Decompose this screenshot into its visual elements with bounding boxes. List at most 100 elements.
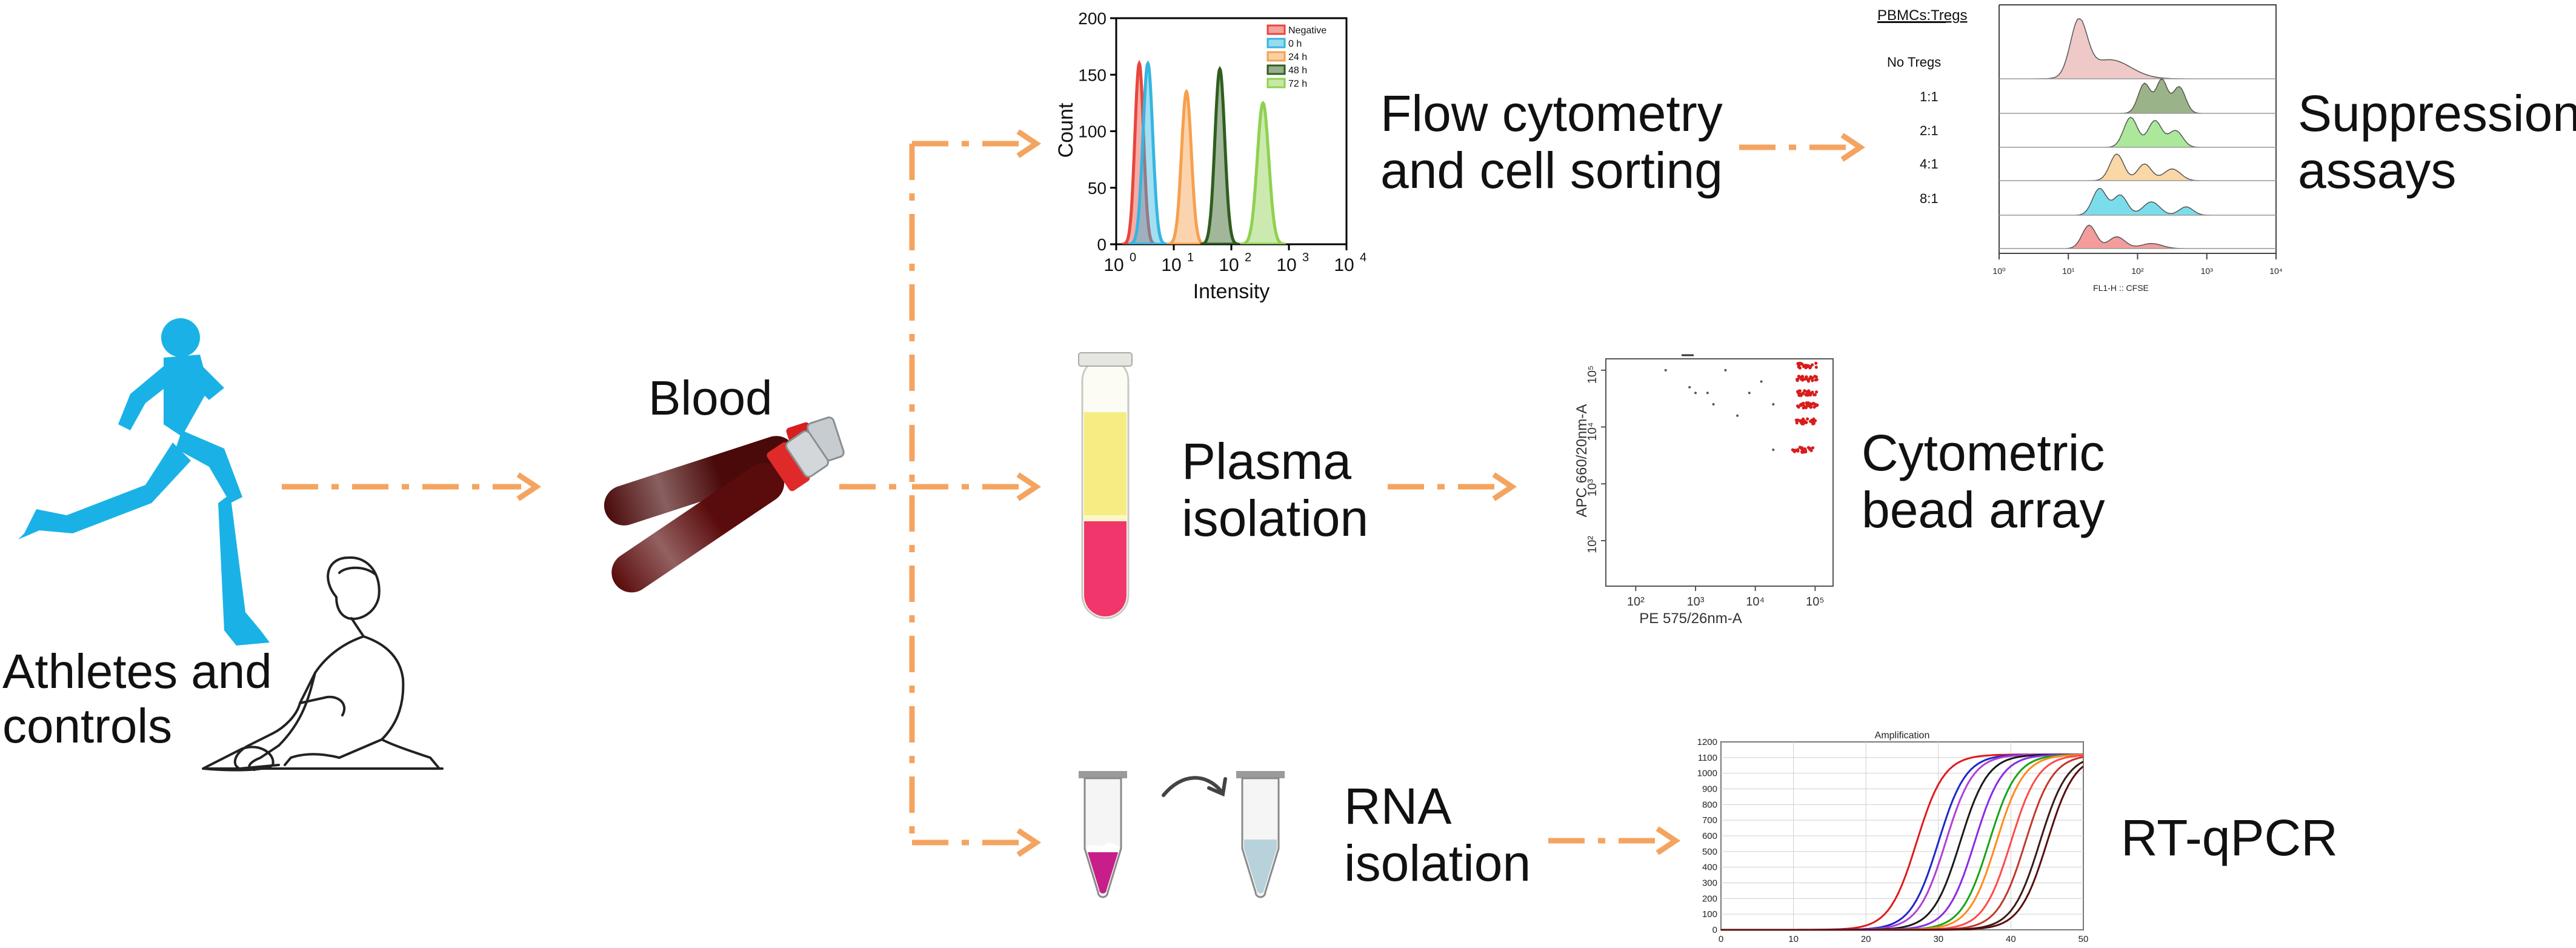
histogram-ytick-label: 0 xyxy=(1097,235,1107,254)
suppression-row-label: 8:1 xyxy=(1920,191,1939,206)
histogram-xtick-label: 10 xyxy=(1219,255,1239,275)
suppression-xlabel: FL1-H :: CFSE xyxy=(2093,283,2149,293)
amplification-curve xyxy=(1721,765,2083,931)
amplification-title: Amplification xyxy=(1875,730,1930,741)
flow-label-line1: Flow cytometry xyxy=(1380,85,1723,142)
histogram-legend-label: 24 h xyxy=(1288,52,1307,62)
bead-point xyxy=(1807,364,1811,368)
bead-ytick-label: 10³ xyxy=(1586,479,1599,496)
bead-background-point xyxy=(1736,414,1739,417)
histogram-peak xyxy=(1167,88,1206,244)
suppression-ridge xyxy=(1999,116,2276,148)
bead-point xyxy=(1792,449,1796,453)
bead-background-point xyxy=(1664,369,1667,372)
bead-point xyxy=(1805,421,1808,424)
cytometric-label: Cytometric bead array xyxy=(1862,424,2105,538)
bead-background-point xyxy=(1688,386,1691,389)
arrows xyxy=(282,129,1866,857)
bead-point xyxy=(1800,362,1803,366)
bead-point xyxy=(1805,375,1808,379)
bead-xtick-label: 10⁵ xyxy=(1806,595,1825,609)
plasma-label: Plasma isolation xyxy=(1182,433,1368,547)
amplification-xtick-label: 40 xyxy=(2006,934,2016,944)
histogram-legend-swatch xyxy=(1266,24,1286,35)
histogram-frame xyxy=(1115,17,1348,245)
amplification-ytick-label: 600 xyxy=(1702,831,1717,841)
suppression-xtick-label: 10⁴ xyxy=(2269,266,2283,276)
rtqpcr-label: RT-qPCR xyxy=(2121,809,2338,866)
amplification-xtick-label: 10 xyxy=(1788,934,1799,944)
bead-point xyxy=(1795,421,1799,425)
bead-background-point xyxy=(1706,392,1709,395)
amplification-xtick-label: 20 xyxy=(1861,934,1871,944)
suppression-row-label: 2:1 xyxy=(1920,123,1939,138)
bead-point xyxy=(1812,393,1816,396)
bead-frame xyxy=(1605,358,1834,587)
bead-point xyxy=(1803,389,1806,393)
histogram-peak xyxy=(1128,60,1168,244)
bead-point xyxy=(1815,390,1819,394)
bead-background-point xyxy=(1772,449,1775,451)
histogram-ytick-label: 50 xyxy=(1088,179,1107,198)
bead-point xyxy=(1809,391,1813,395)
bead-point xyxy=(1797,406,1800,409)
bead-point xyxy=(1805,401,1808,405)
bead-point xyxy=(1798,389,1802,393)
bead-background-point xyxy=(1712,403,1715,406)
rna-tube-after-icon xyxy=(1236,771,1285,898)
bead-point xyxy=(1814,378,1817,382)
bead-ytick-label: 10² xyxy=(1586,536,1599,553)
histogram-xtick-label: 10 xyxy=(1161,255,1181,275)
amplification-plot: Amplification 01002003004005006007008009… xyxy=(1697,730,2089,944)
bead-point xyxy=(1802,404,1806,408)
amplification-ytick-label: 700 xyxy=(1702,815,1717,826)
plasma-label-line1: Plasma xyxy=(1182,433,1352,490)
blood-tubes-icon xyxy=(604,416,845,593)
blood-label: Blood xyxy=(648,371,773,425)
histogram-ytick-label: 200 xyxy=(1078,9,1107,28)
bead-ytick-label: 10⁵ xyxy=(1586,366,1599,384)
histogram-xtick-label: 10 xyxy=(1276,255,1296,275)
bead-point xyxy=(1806,417,1809,421)
bead-point xyxy=(1814,403,1817,407)
bead-point xyxy=(1808,447,1812,451)
bead-point xyxy=(1811,446,1815,450)
amplification-ytick-label: 100 xyxy=(1702,909,1717,920)
cytometric-label-line2: bead array xyxy=(1862,481,2105,539)
suppression-ridge xyxy=(1999,224,2276,249)
histogram-legend-swatch xyxy=(1266,78,1286,88)
bead-point xyxy=(1806,392,1811,395)
bead-point xyxy=(1811,402,1814,406)
bead-xtick-label: 10² xyxy=(1627,595,1645,609)
bead-xlabel: PE 575/26nm-A xyxy=(1639,610,1742,627)
histogram-legend-label: 48 h xyxy=(1288,65,1307,76)
suppression-xtick-label: 10¹ xyxy=(2062,266,2075,276)
histogram-ylabel: Count xyxy=(1054,102,1077,158)
flow-label: Flow cytometry and cell sorting xyxy=(1380,85,1723,199)
rna-label-line2: isolation xyxy=(1344,835,1531,892)
suppression-ridge xyxy=(1999,18,2276,79)
bead-point xyxy=(1800,447,1803,451)
suppression-xtick-label: 10² xyxy=(2131,266,2144,276)
runner-icon xyxy=(18,318,270,646)
suppression-row-label: 4:1 xyxy=(1920,156,1939,172)
histogram-xtick-label: 10 xyxy=(1334,255,1354,275)
histogram-legend-label: Negative xyxy=(1288,25,1326,36)
bead-point xyxy=(1814,375,1818,379)
athletes-label: Athletes and controls xyxy=(2,644,272,753)
suppression-row-label: No Tregs xyxy=(1887,55,1941,70)
bead-background-point xyxy=(1748,392,1751,395)
amplification-ytick-label: 800 xyxy=(1702,799,1717,810)
histogram-xtick-exponent: 3 xyxy=(1302,251,1309,264)
bead-point xyxy=(1801,417,1805,421)
arrow-plasma-to-bead xyxy=(1388,472,1517,501)
plasma-tube-icon xyxy=(1078,352,1133,619)
athletes-label-line1: Athletes and xyxy=(2,644,272,698)
histogram-xtick-exponent: 0 xyxy=(1130,251,1136,264)
suppression-label-line2: assays xyxy=(2298,142,2457,199)
bead-xtick-label: 10³ xyxy=(1687,595,1705,609)
